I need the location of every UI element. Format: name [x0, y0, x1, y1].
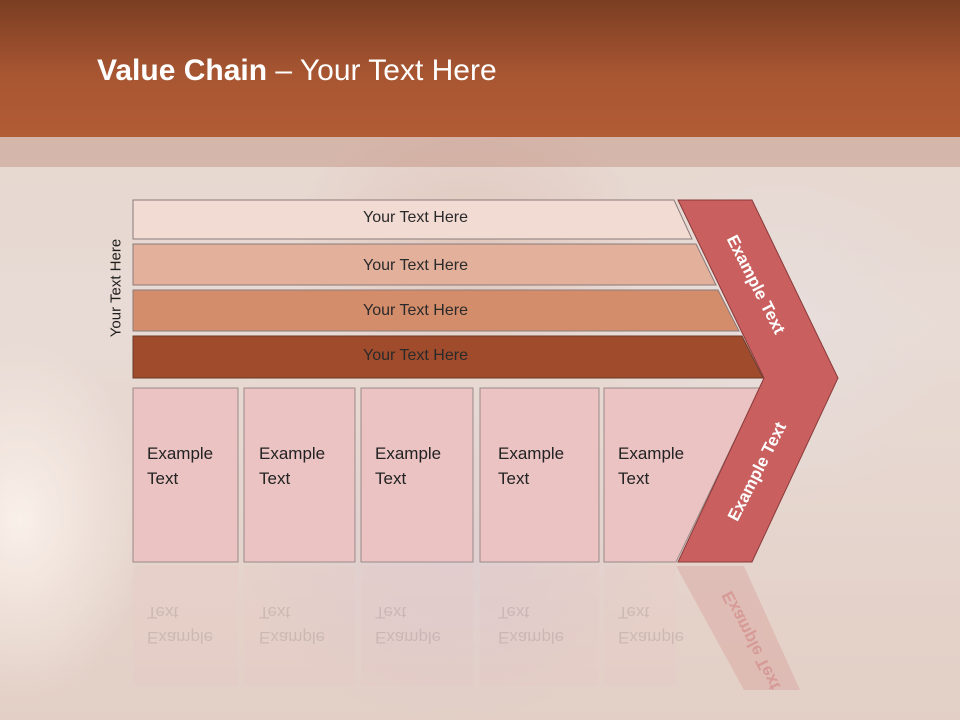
activity-card-2 [243, 387, 356, 563]
support-row-4 [132, 335, 764, 379]
support-row-1 [132, 199, 693, 240]
support-row-3 [132, 289, 740, 332]
activity-card-5-label: Example Text [618, 444, 685, 488]
title-rest: – Your Text Here [267, 54, 497, 87]
activity-card-2-label: Example Text [259, 444, 326, 488]
activity-card-1-reflection: Example Text [147, 603, 214, 647]
margin-chevron [677, 199, 839, 563]
title-bold: Value Chain [97, 54, 268, 87]
activity-card-2-reflection: Example Text [259, 603, 326, 647]
activity-card-4-label: Example Text [498, 444, 565, 488]
support-row-4-label: Your Text Here [363, 347, 468, 364]
activity-card-4 [479, 387, 600, 563]
activity-card-3 [360, 387, 474, 563]
activity-card-4-reflection: Example Text [498, 603, 565, 647]
activity-card-1-label: Example Text [147, 444, 214, 488]
support-row-3-label: Your Text Here [363, 302, 468, 319]
cards-reflection [133, 566, 800, 690]
support-row-1-label: Your Text Here [363, 209, 468, 226]
activity-card-3-reflection: Example Text [375, 603, 442, 647]
title-bar [0, 0, 960, 137]
activity-card-5 [603, 387, 761, 563]
activity-card-3-label: Example Text [375, 444, 442, 488]
activity-card-5-reflection: Example Text [618, 603, 685, 647]
support-row-2-label: Your Text Here [363, 257, 468, 274]
header-band [0, 137, 960, 167]
activity-card-1 [132, 387, 239, 563]
slide-title: Value Chain – Your Text Here [97, 54, 497, 88]
support-row-2 [132, 243, 717, 286]
